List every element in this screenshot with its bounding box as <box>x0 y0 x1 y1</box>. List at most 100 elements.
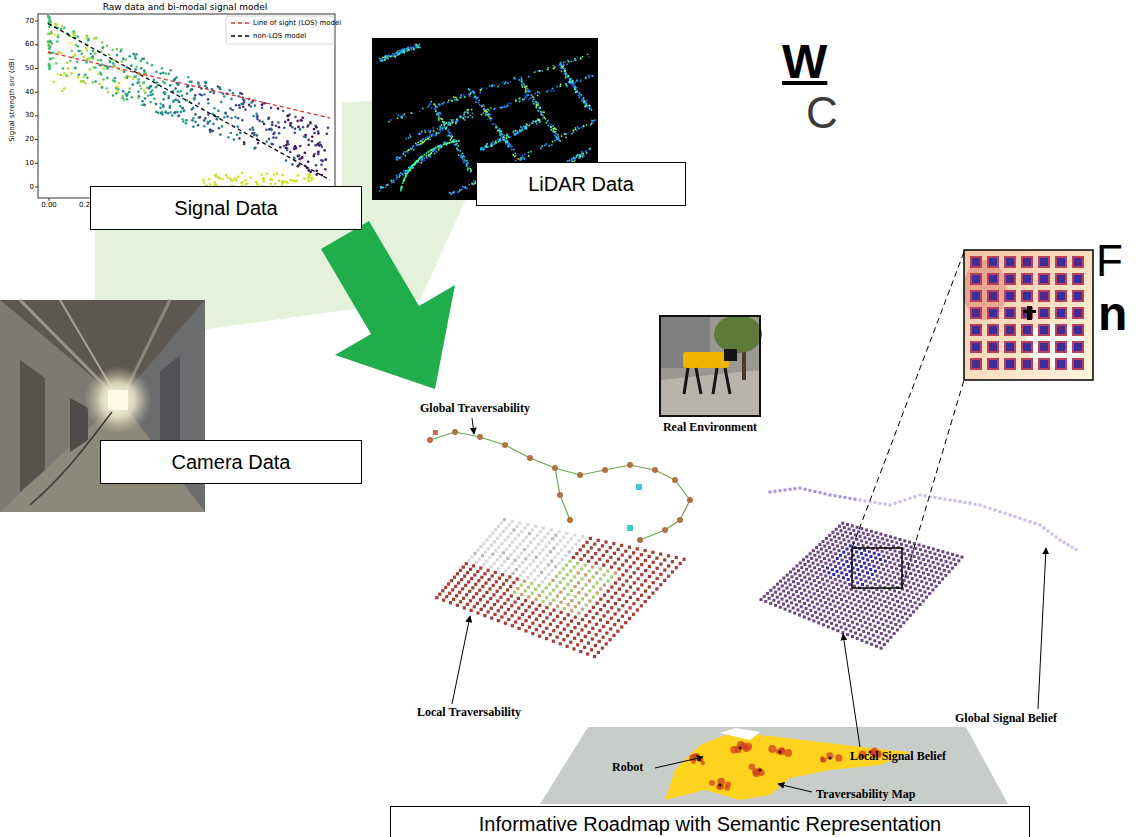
lidar-point <box>465 116 467 118</box>
lidar-point <box>559 85 561 87</box>
lidar-point <box>432 134 434 136</box>
data-point <box>246 182 249 185</box>
lidar-point <box>576 91 578 93</box>
lidar-point <box>423 138 425 140</box>
lidar-point <box>591 120 593 122</box>
lidar-point <box>391 55 393 57</box>
data-point <box>179 105 182 108</box>
lidar-point <box>520 126 522 128</box>
lidar-point <box>492 144 494 146</box>
data-point <box>320 144 323 147</box>
data-point <box>181 94 184 97</box>
lidar-point <box>403 170 405 172</box>
data-point <box>204 81 207 84</box>
lidar-point <box>545 145 547 147</box>
lidar-point <box>535 121 537 123</box>
data-point <box>238 104 241 107</box>
lidar-point <box>551 123 553 125</box>
lidar-point <box>542 145 544 147</box>
lidar-point <box>567 60 569 62</box>
lidar-point <box>424 130 426 132</box>
lidar-point <box>402 173 404 175</box>
lidar-point <box>507 105 509 107</box>
lidar-point <box>574 89 576 91</box>
data-point <box>159 103 162 106</box>
lidar-point <box>574 58 576 60</box>
lidar-point <box>550 126 552 128</box>
lidar-point <box>424 157 426 159</box>
data-point <box>121 95 124 98</box>
data-point <box>113 65 116 68</box>
lidar-point <box>553 68 555 70</box>
data-point <box>250 176 253 179</box>
lidar-point <box>561 135 563 137</box>
data-point <box>286 115 289 118</box>
lidar-point <box>473 93 475 95</box>
data-point <box>282 110 285 113</box>
lidar-point <box>476 97 478 99</box>
lidar-point <box>442 127 444 129</box>
lidar-point <box>582 56 584 58</box>
data-point <box>53 81 56 84</box>
data-point <box>236 125 239 128</box>
data-point <box>223 95 226 98</box>
lidar-point <box>417 144 419 146</box>
lidar-point <box>422 141 424 143</box>
data-point <box>223 116 226 119</box>
data-point <box>163 92 166 95</box>
lidar-point <box>581 151 583 153</box>
lidar-point <box>442 103 444 105</box>
lidar-point <box>450 132 452 134</box>
lidar-point <box>537 110 539 112</box>
data-point <box>143 69 146 72</box>
lidar-point <box>501 133 503 135</box>
lidar-point <box>409 134 411 136</box>
lidar-point <box>576 91 578 93</box>
lidar-point <box>396 157 398 159</box>
lidar-point <box>468 183 470 185</box>
data-point <box>48 65 51 68</box>
data-point <box>74 67 77 70</box>
lidar-point <box>528 76 530 78</box>
data-point <box>66 75 69 78</box>
data-point <box>106 87 109 90</box>
lidar-point <box>532 122 534 124</box>
lidar-point <box>550 126 552 128</box>
data-point <box>236 134 239 137</box>
data-point <box>261 121 264 124</box>
lidar-point <box>413 49 415 51</box>
lidar-point <box>428 135 430 137</box>
lidar-point <box>494 142 496 144</box>
lidar-point <box>391 181 393 183</box>
data-point <box>255 116 258 119</box>
data-point <box>284 121 287 124</box>
lidar-point <box>393 54 395 56</box>
lidar-point <box>403 151 405 153</box>
data-point <box>92 50 95 53</box>
data-point <box>164 93 167 96</box>
lidar-point <box>481 114 483 116</box>
data-point <box>177 115 180 118</box>
lidar-point <box>585 77 587 79</box>
data-point <box>61 89 64 92</box>
data-point <box>301 117 304 120</box>
lidar-point <box>571 77 573 79</box>
data-point <box>100 59 103 62</box>
data-point <box>239 132 242 135</box>
data-point <box>268 128 271 131</box>
lidar-point <box>433 148 435 150</box>
lidar-point <box>585 105 587 107</box>
lidar-point <box>465 112 467 114</box>
data-point <box>57 73 60 76</box>
data-point <box>128 91 131 94</box>
lidar-point <box>500 130 502 132</box>
lidar-point <box>427 137 429 139</box>
data-point <box>283 145 286 148</box>
lidar-point <box>561 71 563 73</box>
data-point <box>276 172 279 175</box>
lidar-point <box>473 96 475 98</box>
data-point <box>213 181 216 184</box>
data-point <box>70 72 73 75</box>
data-point <box>287 143 290 146</box>
lidar-point <box>441 118 443 120</box>
